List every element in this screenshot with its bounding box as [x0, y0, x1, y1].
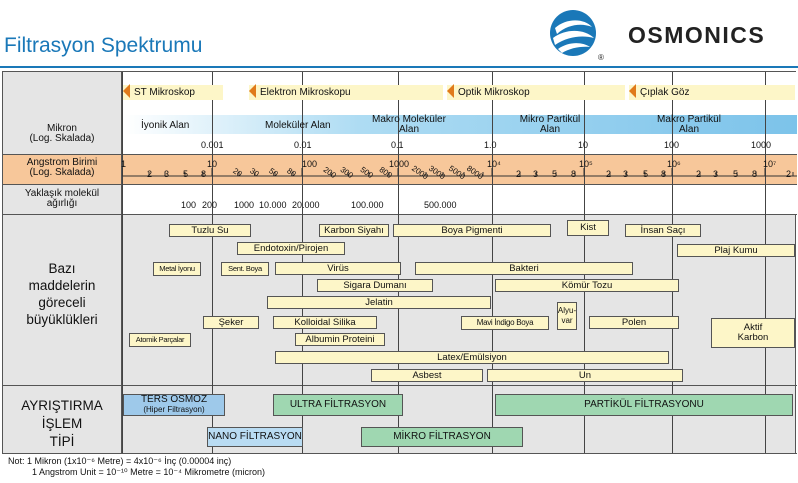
mw-value: 100.000	[351, 200, 384, 210]
range-molecular: Moleküler Alan	[265, 120, 331, 131]
material-beach-sand: Plaj Kumu	[677, 244, 795, 257]
material-metal-ion: Metal İyonu	[153, 262, 201, 276]
material-indigo-dye: Mavi İndigo Boya	[461, 316, 549, 330]
angstrom-tick: 10⁵	[579, 159, 593, 169]
angstrom-tick: 10⁶	[667, 159, 681, 169]
brand-name: OSMONICS	[628, 22, 766, 48]
material-carbon-black: Karbon Siyahı	[319, 224, 389, 237]
material-endotoxin: Endotoxin/Pirojen	[237, 242, 345, 255]
micron-tick: 100	[664, 140, 680, 150]
mw-area-bg	[123, 184, 797, 214]
material-albumin-protein: Albumin Proteini	[295, 333, 385, 346]
angstrom-label: Angstrom Birimi(Log. Skalada)	[26, 157, 98, 178]
range-macro-molecular: Makro Moleküler Alan	[372, 114, 446, 135]
arrow-left-icon	[249, 84, 256, 99]
footnote: Not: 1 Mikron (1x10⁻⁶ Metre) = 4x10⁻⁶ İn…	[8, 456, 266, 477]
range-ionic: İyonik Alan	[141, 120, 190, 131]
process-ultra-filtration: ULTRA FİLTRASYON	[273, 394, 403, 416]
angstrom-tick: 1	[121, 159, 127, 169]
mw-value: 500.000	[424, 200, 457, 210]
material-red-blood-cell: Alyu-var	[557, 302, 577, 330]
spectrum-table: ST Mikroskop Elektron Mikroskopu Optik M…	[2, 71, 797, 454]
process-reverse-osmosis: TERS OSMOZ (Hiper Filtrasyon)	[123, 394, 225, 416]
material-atomic-particles: Atomik Parçalar	[129, 333, 191, 347]
process-type-label: AYRIŞTIRMA İŞLEM TİPİ	[21, 398, 103, 449]
material-cigarette-smoke: Sigara Dumanı	[317, 279, 433, 292]
material-bacteria: Bakteri	[415, 262, 633, 275]
angstrom-tick: 10	[207, 159, 218, 169]
angstrom-band	[3, 154, 797, 184]
material-gelatin: Jelatin	[267, 296, 491, 309]
micron-tick: 0.1	[391, 140, 404, 150]
scope-electron: Elektron Mikroskopu	[249, 84, 443, 100]
range-macro-particle: Makro Partikül Alan	[657, 114, 721, 135]
material-paint-pigment: Boya Pigmenti	[393, 224, 551, 237]
process-nano-filtration: NANO FİLTRASYON	[207, 427, 303, 447]
arrow-left-icon	[447, 84, 454, 99]
material-asbestos: Asbest	[371, 369, 483, 382]
material-salt-water: Tuzlu Su	[169, 224, 251, 237]
angstrom-tick: 1000	[389, 159, 410, 169]
material-virus: Virüs	[275, 262, 401, 275]
page-title: Filtrasyon Spektrumu	[4, 34, 203, 57]
scope-naked-eye: Çıplak Göz	[629, 84, 795, 100]
angstrom-scale-ticks	[122, 168, 797, 177]
materials-label: Bazı maddelerin göreceli büyüklükleri	[26, 261, 98, 327]
micron-tick: 10	[578, 140, 589, 150]
micron-tick: 1.0	[484, 140, 497, 150]
material-colloidal-silica: Kolloidal Silika	[273, 316, 377, 329]
angstrom-tick: 10⁷	[763, 159, 777, 169]
material-flour: Un	[487, 369, 683, 382]
svg-text:®: ®	[598, 53, 604, 62]
process-particle-filtration: PARTİKÜL FİLTRASYONU	[495, 394, 793, 416]
mw-value: 10.000	[259, 200, 287, 210]
arrow-left-icon	[123, 84, 130, 99]
angstrom-tick: 10⁴	[487, 159, 501, 169]
mw-value: 20.000	[292, 200, 320, 210]
material-synthetic-dye: Sent. Boya	[221, 262, 269, 276]
mw-value: 200	[202, 200, 218, 210]
mw-value: 100	[181, 200, 197, 210]
material-cyst: Kist	[567, 220, 609, 236]
material-sugar: Şeker	[203, 316, 259, 329]
material-latex-emulsion: Latex/Emülsiyon	[275, 351, 669, 364]
micron-tick: 0.01	[294, 140, 312, 150]
micron-label: Mikron(Log. Skalada)	[29, 123, 95, 144]
osmonics-swirl-logo-icon: ®	[550, 10, 604, 62]
scope-optical: Optik Mikroskop	[447, 84, 625, 100]
header-divider	[0, 66, 798, 68]
mw-value: 1000	[234, 200, 255, 210]
micron-tick: 1000	[751, 140, 772, 150]
scope-st: ST Mikroskop	[123, 84, 223, 100]
material-pollen: Polen	[589, 316, 679, 329]
material-coal-dust: Kömür Tozu	[495, 279, 679, 292]
micron-tick: 0.001	[201, 140, 224, 150]
process-micro-filtration: MİKRO FİLTRASYON	[361, 427, 523, 447]
range-band	[123, 115, 797, 134]
range-micro-particle: Mikro Partikül Alan	[519, 114, 581, 135]
arrow-left-icon	[629, 84, 636, 99]
material-human-hair: İnsan Saçı	[625, 224, 701, 237]
angstrom-tick: 100	[302, 159, 318, 169]
